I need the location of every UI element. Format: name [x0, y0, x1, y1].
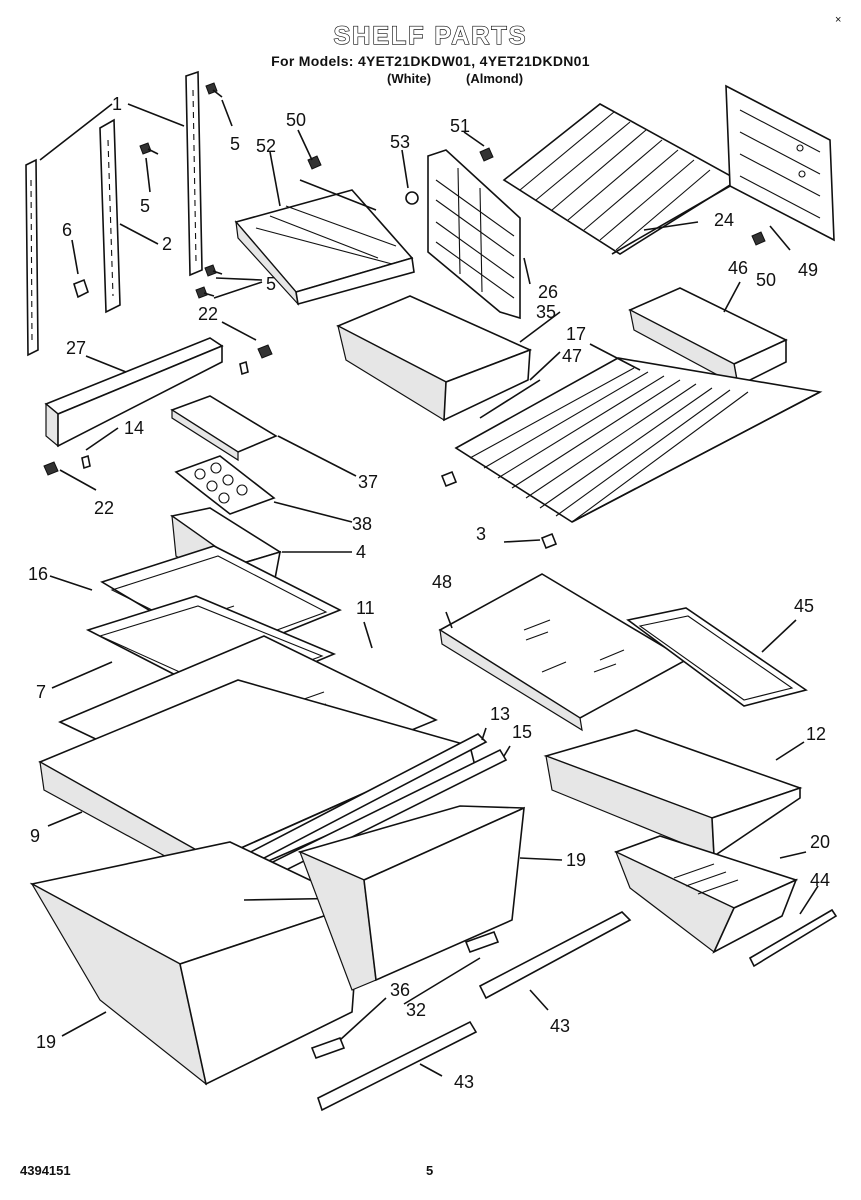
callout-14: 14 [124, 418, 144, 438]
callout-5a: 5 [230, 134, 240, 154]
shelf-meat-pan-cover [543, 729, 803, 858]
callout-5c: 5 [266, 274, 276, 294]
meat-pan [613, 835, 799, 954]
callout-22a: 22 [198, 304, 218, 324]
callout-5b: 5 [140, 196, 150, 216]
models-line: For Models: 4YET21DKDW01, 4YET21DKDN01 [271, 53, 590, 69]
callout-12: 12 [806, 724, 826, 744]
callout-15: 15 [512, 722, 532, 742]
callout-1: 1 [112, 94, 122, 114]
callout-51: 51 [450, 116, 470, 136]
callout-45: 45 [794, 596, 814, 616]
shelf-rail-left [25, 158, 39, 357]
storage-bin [336, 295, 533, 422]
callout-20: 20 [810, 832, 830, 852]
callout-19b: 19 [36, 1032, 56, 1052]
callout-52: 52 [256, 136, 276, 156]
shelf-pins [440, 470, 558, 550]
callout-16: 16 [28, 564, 48, 584]
callout-50a: 50 [286, 110, 306, 130]
callout-26: 26 [538, 282, 558, 302]
callout-11: 11 [356, 598, 375, 618]
callout-50b: 50 [756, 270, 776, 290]
callout-32: 32 [406, 1000, 426, 1020]
callout-36: 36 [390, 980, 410, 1000]
pan-trim-strip [748, 908, 838, 968]
crisper-drawer-left [29, 841, 363, 1086]
callout-35: 35 [536, 302, 556, 322]
wire-basket [234, 179, 415, 306]
callout-47: 47 [562, 346, 582, 366]
crisper-drawer-right [297, 805, 525, 991]
callout-3: 3 [476, 524, 486, 544]
page-title: SHELF PARTS [333, 21, 528, 50]
color-white-label: (White) [387, 71, 432, 86]
callout-4: 4 [356, 542, 366, 562]
callout-37: 37 [358, 472, 378, 492]
corner-mark: × [835, 14, 842, 26]
callout-53: 53 [390, 132, 410, 152]
callout-7: 7 [36, 682, 46, 702]
shelf-clip [73, 278, 89, 299]
callout-numbers: 1 2 3 4 5 5 5 6 7 9 11 12 13 14 15 16 17… [28, 94, 830, 1092]
ice-tray [628, 287, 788, 388]
callout-44: 44 [810, 870, 830, 890]
callout-43b: 43 [454, 1072, 474, 1092]
drawer-slide-rail [317, 911, 632, 1112]
door-rack [427, 149, 521, 320]
leader-lines [39, 99, 819, 1077]
shelf-right-frame [626, 607, 808, 707]
callout-17: 17 [566, 324, 586, 344]
wire-shelf-upper [502, 103, 745, 255]
rail-screw [139, 82, 223, 299]
callout-19a: 19 [566, 850, 586, 870]
callout-38: 38 [352, 514, 372, 534]
callout-49: 49 [798, 260, 818, 280]
wire-shelf-lower [454, 357, 823, 523]
door-panel [725, 84, 835, 242]
document-number: 4394151 [20, 1163, 71, 1178]
callout-48: 48 [432, 572, 452, 592]
callout-6: 6 [62, 220, 72, 240]
callout-9: 9 [30, 826, 40, 846]
color-almond-label: (Almond) [466, 71, 524, 86]
trim-strip [43, 337, 273, 476]
shelf-rail-right [185, 70, 203, 277]
page-number: 5 [426, 1163, 434, 1178]
drawer-clip [310, 930, 500, 1060]
callout-2: 2 [162, 234, 172, 254]
callout-27: 27 [66, 338, 86, 358]
callout-46: 46 [728, 258, 748, 278]
callout-43a: 43 [550, 1016, 570, 1036]
callout-13: 13 [490, 704, 510, 724]
glass-shelf-right [438, 573, 688, 732]
dairy-lid [170, 395, 278, 462]
callout-22b: 22 [94, 498, 114, 518]
shelf-rail-center [99, 118, 121, 314]
egg-tray [174, 455, 276, 515]
callout-24: 24 [714, 210, 734, 230]
